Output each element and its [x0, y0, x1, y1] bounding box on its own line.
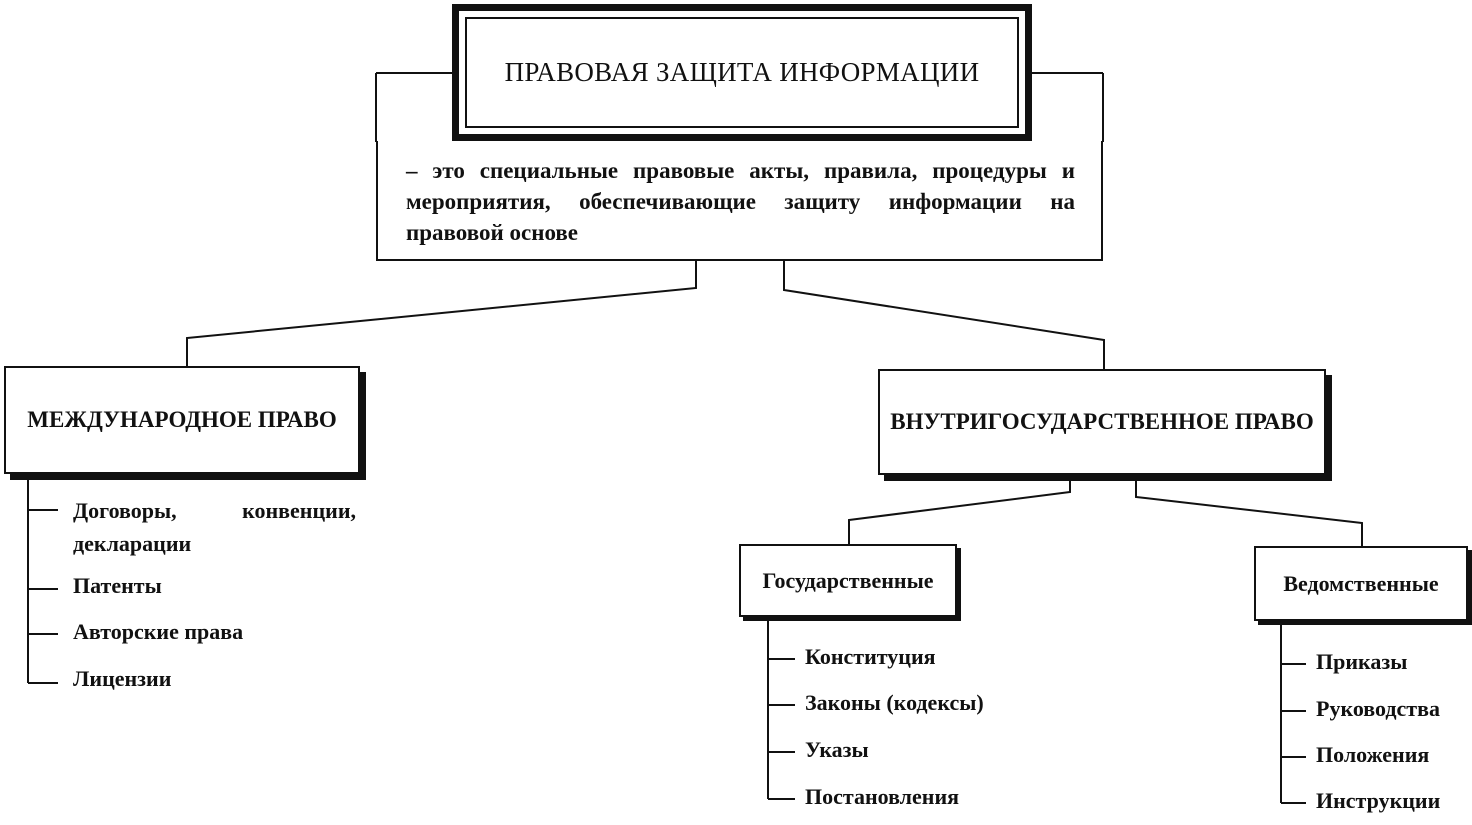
connector-to-departmental — [1135, 475, 1363, 546]
connector-to-state — [848, 475, 1071, 544]
departmental-acts-box: Ведомственные — [1254, 546, 1468, 621]
departmental-list-item: Приказы — [1316, 649, 1408, 674]
international-list-item: Лицензии — [73, 666, 172, 691]
definition-box: – это специальные правовые акты, правила… — [376, 141, 1103, 261]
domestic-law-label: ВНУТРИГОСУДАРСТВЕННОЕ ПРАВО — [890, 409, 1314, 434]
international-law-label: МЕЖДУНАРОДНОЕ ПРАВО — [27, 407, 337, 432]
state-list-item: Законы (кодексы) — [805, 690, 984, 715]
title-box: ПРАВОВАЯ ЗАЩИТА ИНФОРМАЦИИ — [452, 4, 1032, 141]
state-list-item: Постановления — [805, 784, 960, 809]
departmental-list-item: Инструкции — [1316, 788, 1441, 813]
state-acts-label: Государственные — [762, 567, 934, 593]
state-list-item: Указы — [805, 737, 869, 762]
state-list-item: Конституция — [805, 644, 936, 669]
connector-to-domestic — [783, 261, 1105, 369]
departmental-acts-label: Ведомственные — [1283, 570, 1439, 596]
departmental-list-item: Положения — [1316, 742, 1430, 767]
connector-to-international — [186, 261, 697, 366]
international-list-item: Авторские права — [73, 619, 244, 644]
departmental-list-item: Руководства — [1316, 696, 1440, 721]
international-law-box: МЕЖДУНАРОДНОЕ ПРАВО — [4, 366, 360, 474]
title-text: ПРАВОВАЯ ЗАЩИТА ИНФОРМАЦИИ — [465, 17, 1019, 128]
international-list-item: Патенты — [73, 573, 162, 598]
state-acts-box: Государственные — [739, 544, 957, 617]
domestic-law-box: ВНУТРИГОСУДАРСТВЕННОЕ ПРАВО — [878, 369, 1326, 475]
international-list-item: Договоры, конвенции, декларации — [73, 498, 356, 556]
